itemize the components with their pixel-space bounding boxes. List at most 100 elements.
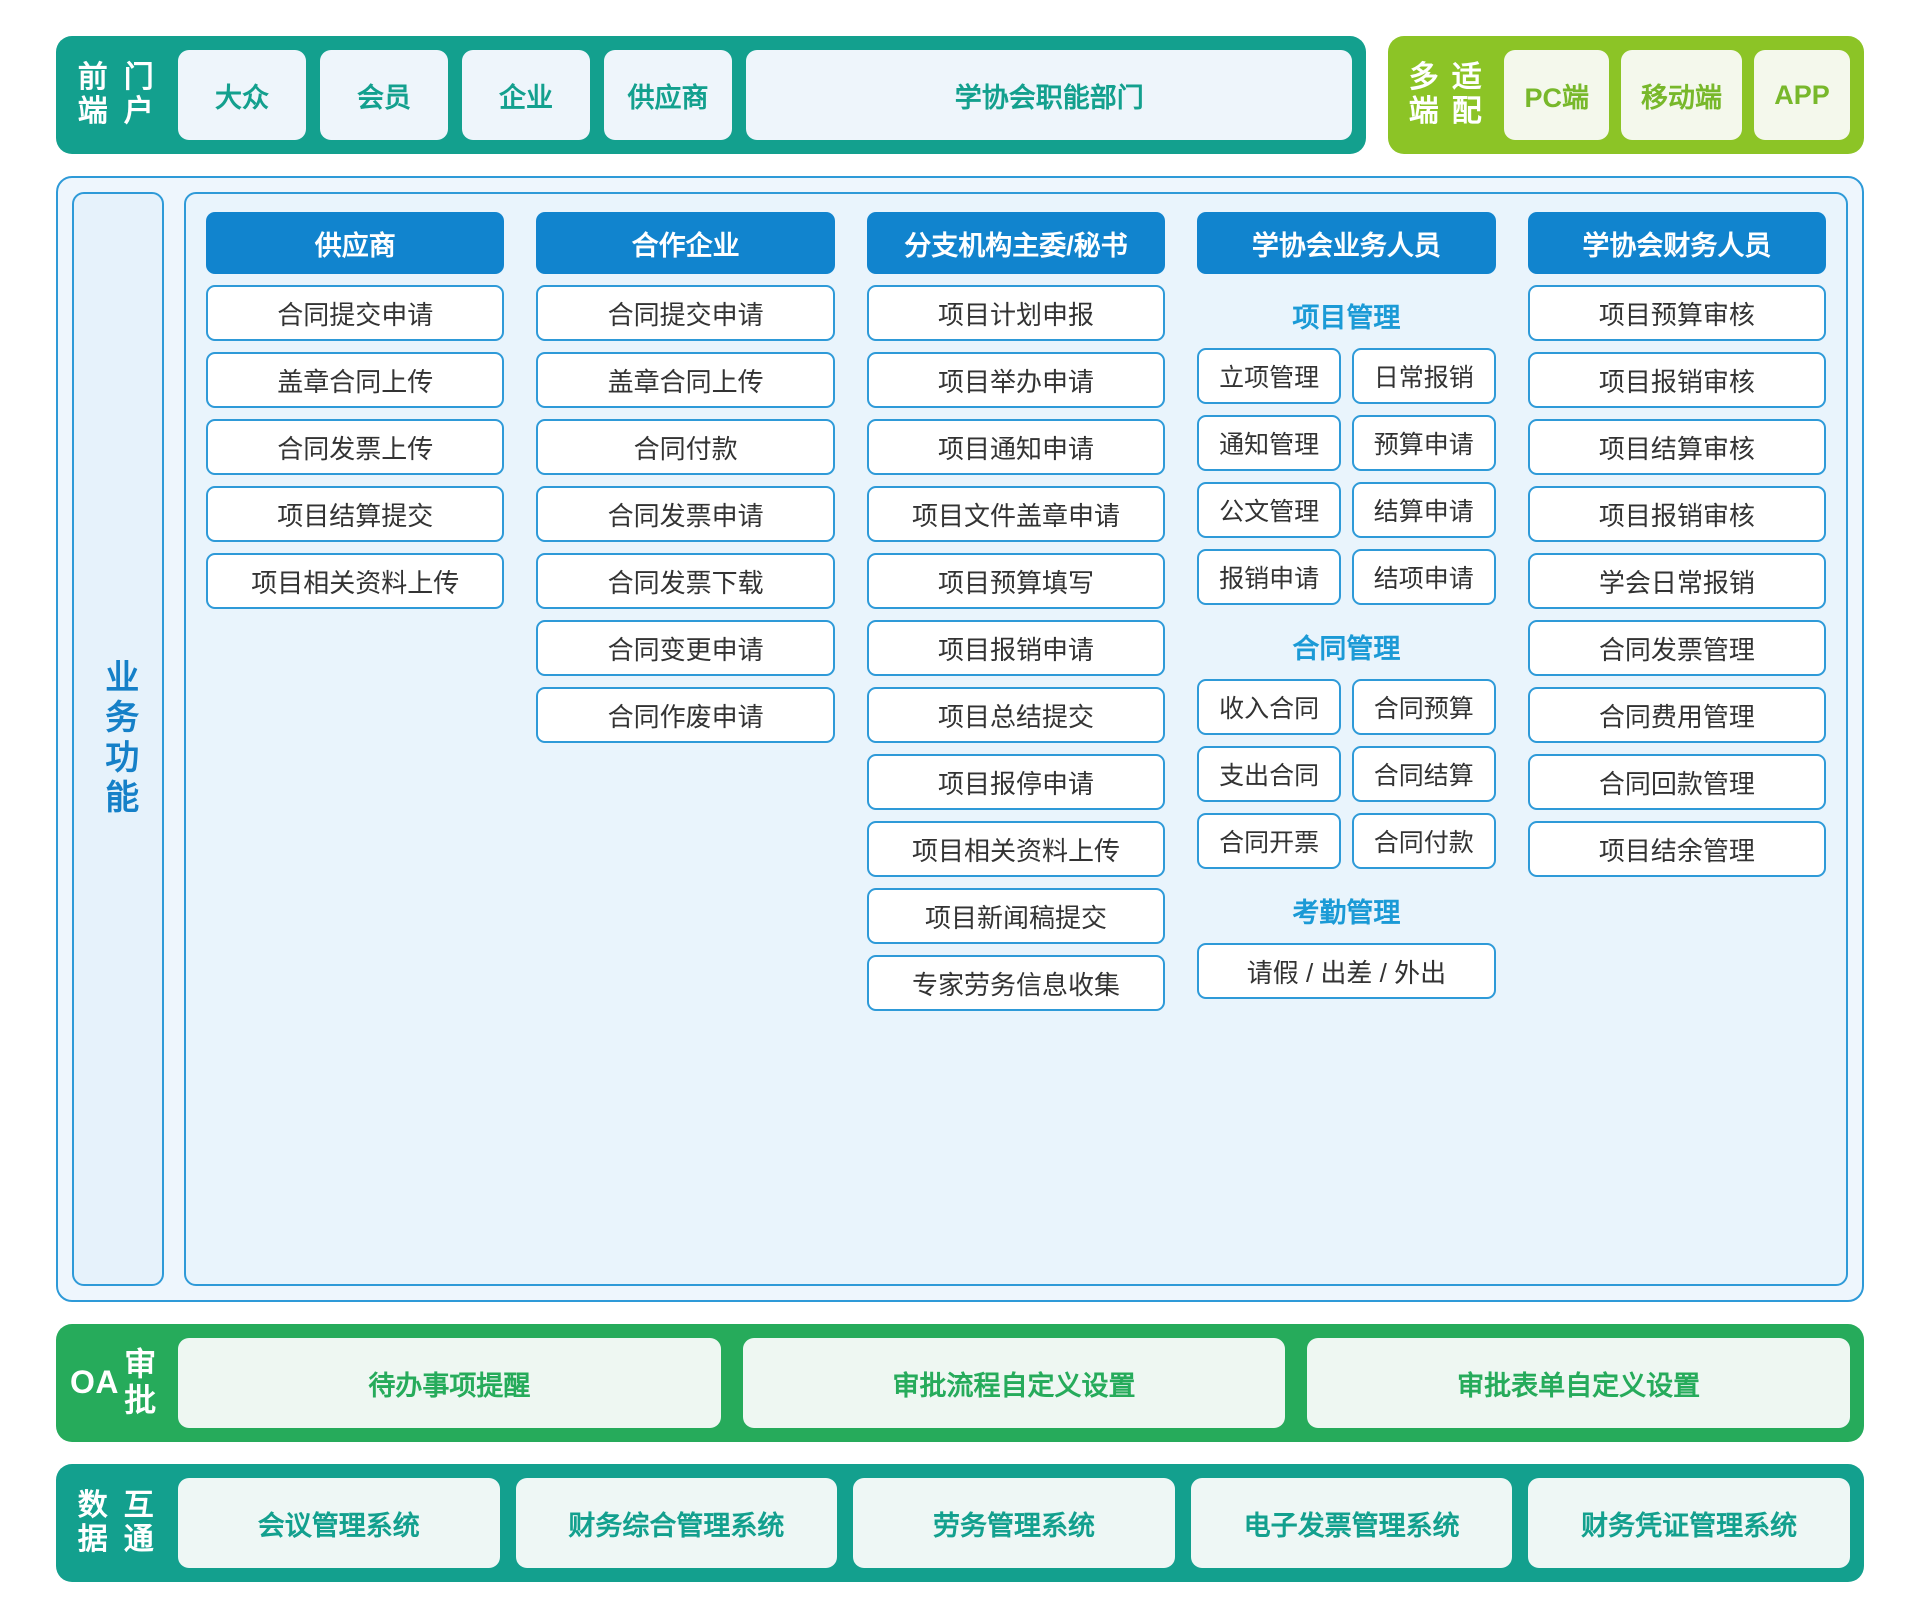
column-branch-chair-secretary-title: 分支机构主委/秘书 [866,212,1166,274]
frontend-portal-items: 大众 会员 企业 供应商 学协会职能部门 [178,50,1353,140]
list-item[interactable]: 合同提交申请 [206,285,505,341]
data-item-finance-system[interactable]: 财务综合管理系统 [515,1478,838,1568]
oa-approval-label-line1: OA [70,1364,119,1401]
list-item[interactable]: 盖章合同上传 [536,352,835,408]
list-item[interactable]: 项目预算审核 [1527,285,1827,341]
list-item[interactable]: 合同变更申请 [536,620,835,676]
list-item[interactable]: 合同回款管理 [1527,754,1827,810]
list-item[interactable]: 公文管理 [1197,482,1341,538]
oa-item-approval-flow-config[interactable]: 审批流程自定义设置 [742,1338,1286,1428]
list-item[interactable]: 报销申请 [1197,549,1341,605]
list-item[interactable]: 日常报销 [1351,348,1496,404]
data-exchange-label: 数据 互通 [70,1478,162,1568]
list-item[interactable]: 结算申请 [1351,482,1496,538]
list-item[interactable]: 合同付款 [536,419,835,475]
list-item[interactable]: 项目通知申请 [866,419,1166,475]
list-item[interactable]: 立项管理 [1197,348,1341,404]
list-item[interactable]: 合同费用管理 [1527,687,1827,743]
list-item[interactable]: 合同发票申请 [536,486,835,542]
data-item-voucher-system[interactable]: 财务凭证管理系统 [1528,1478,1850,1568]
list-item[interactable]: 项目新闻稿提交 [866,888,1166,944]
list-item[interactable]: 合同提交申请 [536,285,835,341]
portal-item-enterprise[interactable]: 企业 [462,50,590,140]
list-item[interactable]: 项目结余管理 [1527,821,1827,877]
list-item[interactable]: 盖章合同上传 [206,352,505,408]
list-item[interactable]: 项目文件盖章申请 [866,486,1166,542]
oa-item-approval-form-config[interactable]: 审批表单自定义设置 [1307,1338,1851,1428]
list-item[interactable]: 项目报销审核 [1527,352,1827,408]
column-partner-enterprise: 合作企业 合同提交申请 盖章合同上传 合同付款 合同发票申请 合同发票下载 合同… [536,212,835,743]
list-item[interactable]: 项目报停申请 [866,754,1166,810]
list-item[interactable]: 项目报销申请 [866,620,1166,676]
list-item[interactable]: 请假 / 出差 / 外出 [1197,943,1496,999]
oa-approval-items: 待办事项提醒 审批流程自定义设置 审批表单自定义设置 [178,1338,1851,1428]
list-item[interactable]: 专家劳务信息收集 [866,955,1166,1011]
data-exchange-label-line2: 互通 [123,1489,155,1556]
data-item-meeting-system[interactable]: 会议管理系统 [178,1478,500,1568]
group-heading-contract-management: 合同管理 [1292,634,1401,664]
list-item[interactable]: 支出合同 [1197,746,1341,802]
group-items-contract-management: 收入合同 合同预算 支出合同 合同结算 合同开票 合同付款 [1197,679,1496,869]
list-item[interactable]: 合同预算 [1351,679,1496,735]
data-item-labor-system[interactable]: 劳务管理系统 [853,1478,1175,1568]
list-item[interactable]: 项目预算填写 [866,553,1166,609]
list-item[interactable]: 项目结算审核 [1527,419,1827,475]
list-item[interactable]: 合同发票下载 [536,553,835,609]
oa-approval-band: OA 审批 待办事项提醒 审批流程自定义设置 审批表单自定义设置 [56,1324,1864,1442]
list-item[interactable]: 合同发票上传 [206,419,505,475]
list-item[interactable]: 项目举办申请 [866,352,1166,408]
list-item[interactable]: 结项申请 [1351,549,1496,605]
business-function-label: 业务功能 [72,192,164,1286]
business-function-band: 业务功能 供应商 合同提交申请 盖章合同上传 合同发票上传 项目结算提交 项目相… [56,176,1864,1302]
list-item[interactable]: 合同开票 [1197,813,1341,869]
group-heading-attendance-management: 考勤管理 [1292,898,1401,928]
list-item[interactable]: 项目相关资料上传 [206,553,505,609]
business-function-label-text: 业务功能 [99,659,138,819]
list-item[interactable]: 合同付款 [1351,813,1496,869]
top-row: 前端 门户 大众 会员 企业 供应商 学协会职能部门 多端 适配 PC端 移动端… [56,36,1864,154]
list-item[interactable]: 合同发票管理 [1527,620,1827,676]
data-exchange-label-line1: 数据 [77,1489,109,1556]
column-association-business-staff: 学协会业务人员 项目管理 立项管理 日常报销 通知管理 预算申请 公文管理 结算… [1197,212,1496,999]
oa-item-todo-reminder[interactable]: 待办事项提醒 [178,1338,721,1428]
multi-device-item-pc[interactable]: PC端 [1504,50,1609,140]
column-branch-chair-secretary: 分支机构主委/秘书 项目计划申报 项目举办申请 项目通知申请 项目文件盖章申请 … [866,212,1166,1011]
multi-device-label: 多端 适配 [1402,50,1488,140]
column-association-business-staff-title: 学协会业务人员 [1197,212,1496,274]
list-item[interactable]: 项目相关资料上传 [866,821,1166,877]
data-exchange-band: 数据 互通 会议管理系统 财务综合管理系统 劳务管理系统 电子发票管理系统 财务… [56,1464,1864,1582]
data-exchange-items: 会议管理系统 财务综合管理系统 劳务管理系统 电子发票管理系统 财务凭证管理系统 [178,1478,1850,1568]
list-item[interactable]: 预算申请 [1351,415,1496,471]
list-item[interactable]: 项目总结提交 [866,687,1166,743]
multi-device-label-line1: 多端 [1408,61,1440,128]
portal-item-association-department[interactable]: 学协会职能部门 [746,50,1353,140]
portal-item-member[interactable]: 会员 [320,50,448,140]
frontend-portal-band: 前端 门户 大众 会员 企业 供应商 学协会职能部门 [56,36,1367,154]
portal-item-public[interactable]: 大众 [178,50,306,140]
list-item[interactable]: 学会日常报销 [1527,553,1827,609]
list-item[interactable]: 项目计划申报 [866,285,1166,341]
multi-device-item-mobile[interactable]: 移动端 [1621,50,1742,140]
list-item[interactable]: 收入合同 [1197,679,1341,735]
frontend-portal-label-line1: 前端 [77,61,109,128]
multi-device-band: 多端 适配 PC端 移动端 APP [1388,36,1864,154]
column-supplier: 供应商 合同提交申请 盖章合同上传 合同发票上传 项目结算提交 项目相关资料上传 [206,212,505,609]
column-partner-enterprise-title: 合作企业 [536,212,835,274]
frontend-portal-label: 前端 门户 [70,50,162,140]
group-items-project-management: 立项管理 日常报销 通知管理 预算申请 公文管理 结算申请 报销申请 结项申请 [1197,348,1496,605]
multi-device-item-app[interactable]: APP [1754,50,1850,140]
list-item[interactable]: 通知管理 [1197,415,1341,471]
column-supplier-title: 供应商 [206,212,505,274]
group-heading-project-management: 项目管理 [1292,303,1401,333]
list-item[interactable]: 项目报销审核 [1527,486,1827,542]
frontend-portal-label-line2: 门户 [123,61,155,128]
list-item[interactable]: 合同结算 [1351,746,1496,802]
portal-item-supplier[interactable]: 供应商 [604,50,732,140]
column-association-finance-staff-title: 学协会财务人员 [1527,212,1827,274]
column-association-finance-staff: 学协会财务人员 项目预算审核 项目报销审核 项目结算审核 项目报销审核 学会日常… [1527,212,1827,877]
oa-approval-label-line2: 审批 [124,1346,157,1418]
list-item[interactable]: 合同作废申请 [536,687,835,743]
data-item-einvoice-system[interactable]: 电子发票管理系统 [1190,1478,1513,1568]
list-item[interactable]: 项目结算提交 [206,486,505,542]
